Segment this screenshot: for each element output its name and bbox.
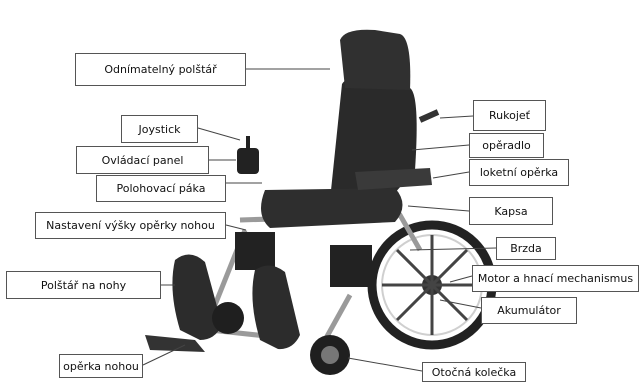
headrest [340,30,410,90]
label-footrest: opěrka nohou [59,354,143,378]
label-motor: Motor a hnací mechanismus [472,265,639,292]
label-armrest: loketní opěrka [469,159,569,186]
label-leg-cushion: Polštář na nohy [6,271,161,299]
label-handle: Rukojeť [473,100,546,131]
label-brake: Brzda [496,237,556,260]
handle [420,112,438,120]
label-caster: Otočná kolečka [422,362,526,382]
caster-back [212,302,244,334]
label-pocket: Kapsa [469,197,553,225]
label-control-panel: Ovládací panel [76,146,209,174]
label-footrest-height: Nastavení výšky opěrky nohou [35,212,226,239]
label-recline-lever: Polohovací páka [96,175,226,202]
control-panel [237,148,259,174]
battery-left [235,232,275,270]
battery-right [330,245,372,287]
label-joystick: Joystick [121,115,198,143]
seat [261,188,403,228]
leg-cushion-right [252,265,300,349]
label-battery: Akumulátor [481,297,577,324]
label-headrest: Odnímatelný polštář [75,53,246,86]
label-backrest: opěradlo [469,133,544,158]
leg-cushion-left [172,254,222,340]
